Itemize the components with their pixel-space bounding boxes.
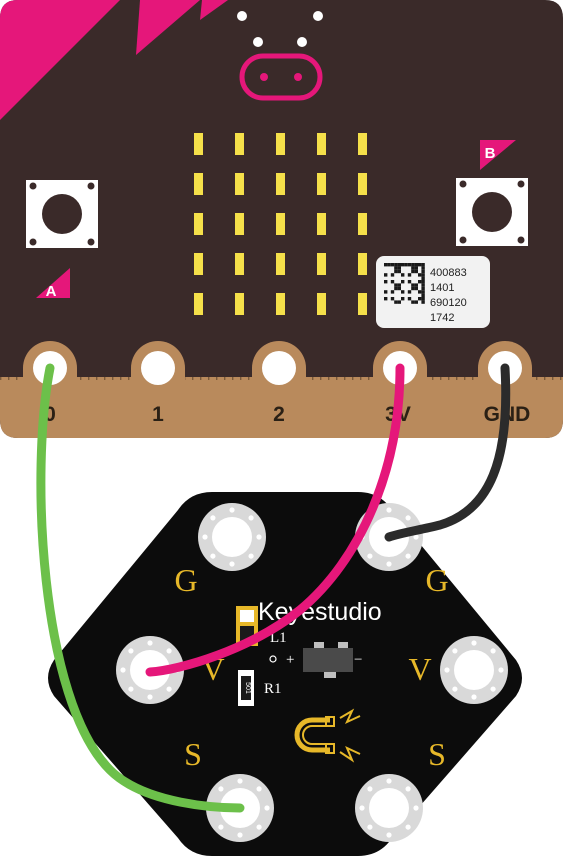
led-2-1 — [194, 173, 203, 195]
led-1-1 — [194, 133, 203, 155]
label-l1: L1 — [270, 630, 287, 646]
pad-mid-right[interactable] — [440, 636, 508, 704]
wire-pink-3v-to-v[interactable] — [145, 363, 405, 677]
led-4-2 — [235, 253, 244, 275]
pin-2-pad[interactable] — [252, 341, 306, 400]
led-matrix — [194, 133, 367, 315]
corner-decoration — [0, 0, 120, 120]
led-3-4 — [317, 213, 326, 235]
button-a-label: A — [46, 283, 57, 300]
module-board — [48, 492, 522, 856]
resistor-code: 501 — [244, 682, 251, 694]
pin-0-label: 0 — [44, 403, 56, 426]
led-1-4 — [317, 133, 326, 155]
led-2-4 — [317, 173, 326, 195]
serial-line-3: 690120 — [430, 297, 467, 309]
led-3-2 — [235, 213, 244, 235]
mounting-pads — [116, 503, 508, 842]
led-1-2 — [235, 133, 244, 155]
led-3-1 — [194, 213, 203, 235]
pin-1-pad[interactable] — [131, 341, 185, 400]
led-4-3 — [276, 253, 285, 275]
button-a[interactable] — [26, 180, 98, 248]
serial-sticker: 400883 1401 690120 1742 — [376, 256, 490, 328]
led-2-2 — [235, 173, 244, 195]
label-g-left: G — [174, 562, 197, 598]
hall-sensor-module: G G V V S S L1 Keyestudio + − 501 R1 — [48, 492, 522, 856]
serial-line-1: 400883 — [430, 267, 467, 279]
label-g-right: G — [425, 562, 448, 598]
button-b[interactable] — [456, 178, 528, 246]
wire-green-0-to-s[interactable] — [36, 363, 245, 813]
led-1-3 — [276, 133, 285, 155]
led-4-4 — [317, 253, 326, 275]
corner-decoration-2 — [136, 0, 200, 55]
led-2-5 — [358, 173, 367, 195]
polarity-dot — [269, 655, 277, 663]
button-b-label: B — [485, 145, 496, 162]
led-5-3 — [276, 293, 285, 315]
led-2-3 — [276, 173, 285, 195]
button-b-marker — [480, 140, 516, 170]
microbit-board: A B 400883 1401 690120 1742 — [0, 0, 563, 438]
label-plus: + — [286, 652, 294, 668]
magnetic-field-icon — [339, 708, 361, 763]
serial-line-2: 1401 — [430, 282, 454, 294]
pin-1-label: 1 — [152, 403, 164, 426]
pad-bottom-right[interactable] — [355, 774, 423, 842]
led-3-3 — [276, 213, 285, 235]
led-1-5 — [358, 133, 367, 155]
label-v-right: V — [408, 651, 431, 687]
resistor-r1: 501 — [238, 670, 254, 706]
wire-black-gnd-to-g[interactable] — [384, 363, 511, 542]
button-a-marker — [36, 268, 70, 298]
led-4-1 — [194, 253, 203, 275]
led-3-5 — [358, 213, 367, 235]
led-5-1 — [194, 293, 203, 315]
label-minus: − — [354, 652, 362, 668]
led-5-4 — [317, 293, 326, 315]
corner-decoration-3 — [200, 0, 228, 20]
wires — [36, 363, 511, 813]
magnet-icon — [294, 716, 335, 754]
pin-2-label: 2 — [273, 403, 285, 426]
serial-line-4: 1742 — [430, 312, 454, 324]
led-5-5 — [358, 293, 367, 315]
microbit-logo — [237, 11, 323, 101]
qr-code — [384, 263, 425, 304]
led-5-2 — [235, 293, 244, 315]
label-r1: R1 — [264, 681, 282, 697]
label-s-left: S — [184, 736, 202, 772]
led-4-5 — [358, 253, 367, 275]
pad-top-left[interactable] — [198, 503, 266, 571]
label-s-right: S — [428, 736, 446, 772]
hall-sensor-chip — [303, 642, 353, 678]
